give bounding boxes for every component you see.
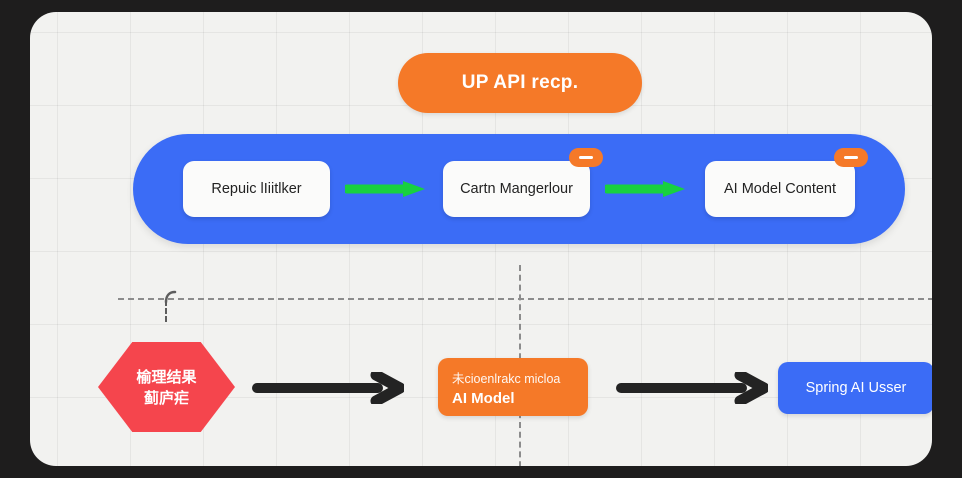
pipeline-card-2[interactable]: Cartn Mangerlour (443, 148, 603, 217)
node-hexagon-line1: 榆理结果 (136, 369, 197, 386)
black-arrow-1 (252, 372, 404, 404)
green-arrow-2 (605, 180, 689, 198)
minus-icon[interactable] (834, 148, 868, 167)
pipeline-card-2-label: Cartn Mangerlour (460, 180, 573, 197)
node-hexagon-text: 榆理结果 蓟庐疟 (136, 366, 196, 408)
pipeline-card-1[interactable]: Repuic lIiitlker (183, 161, 330, 217)
node-up-api-recp-label: UP API recp. (461, 72, 579, 94)
pipeline-container[interactable]: Repuic lIiitlker Cartn Mangerlour A (133, 134, 905, 244)
node-hexagon-line2: 蓟庐疟 (143, 390, 189, 407)
pipeline-card-3-label: AI Model Content (723, 180, 837, 197)
black-arrow-2 (616, 372, 768, 404)
node-ai-model-line1: 未cioenlrakc micloa (452, 371, 561, 386)
minus-icon[interactable] (569, 148, 603, 167)
pipeline-card-1-label: Repuic lIiitlker (211, 180, 302, 197)
node-ai-model-line2: AI Model (452, 389, 515, 407)
node-up-api-recp[interactable]: UP API recp. (398, 53, 642, 113)
node-spring-ai-user[interactable]: Spring AI Usser (778, 362, 932, 414)
horizontal-dashed-guide (118, 298, 932, 300)
pipeline-card-3[interactable]: AI Model Content (705, 148, 868, 217)
diagram-canvas[interactable]: UP API recp. Repuic lIiitlker Cartn Mang… (30, 12, 932, 466)
node-spring-ai-user-label: Spring AI Usser (805, 379, 907, 396)
green-arrow-1 (345, 180, 429, 198)
dashed-guide-stub (165, 300, 167, 322)
node-ai-model[interactable]: 未cioenlrakc micloa AI Model (438, 358, 588, 416)
